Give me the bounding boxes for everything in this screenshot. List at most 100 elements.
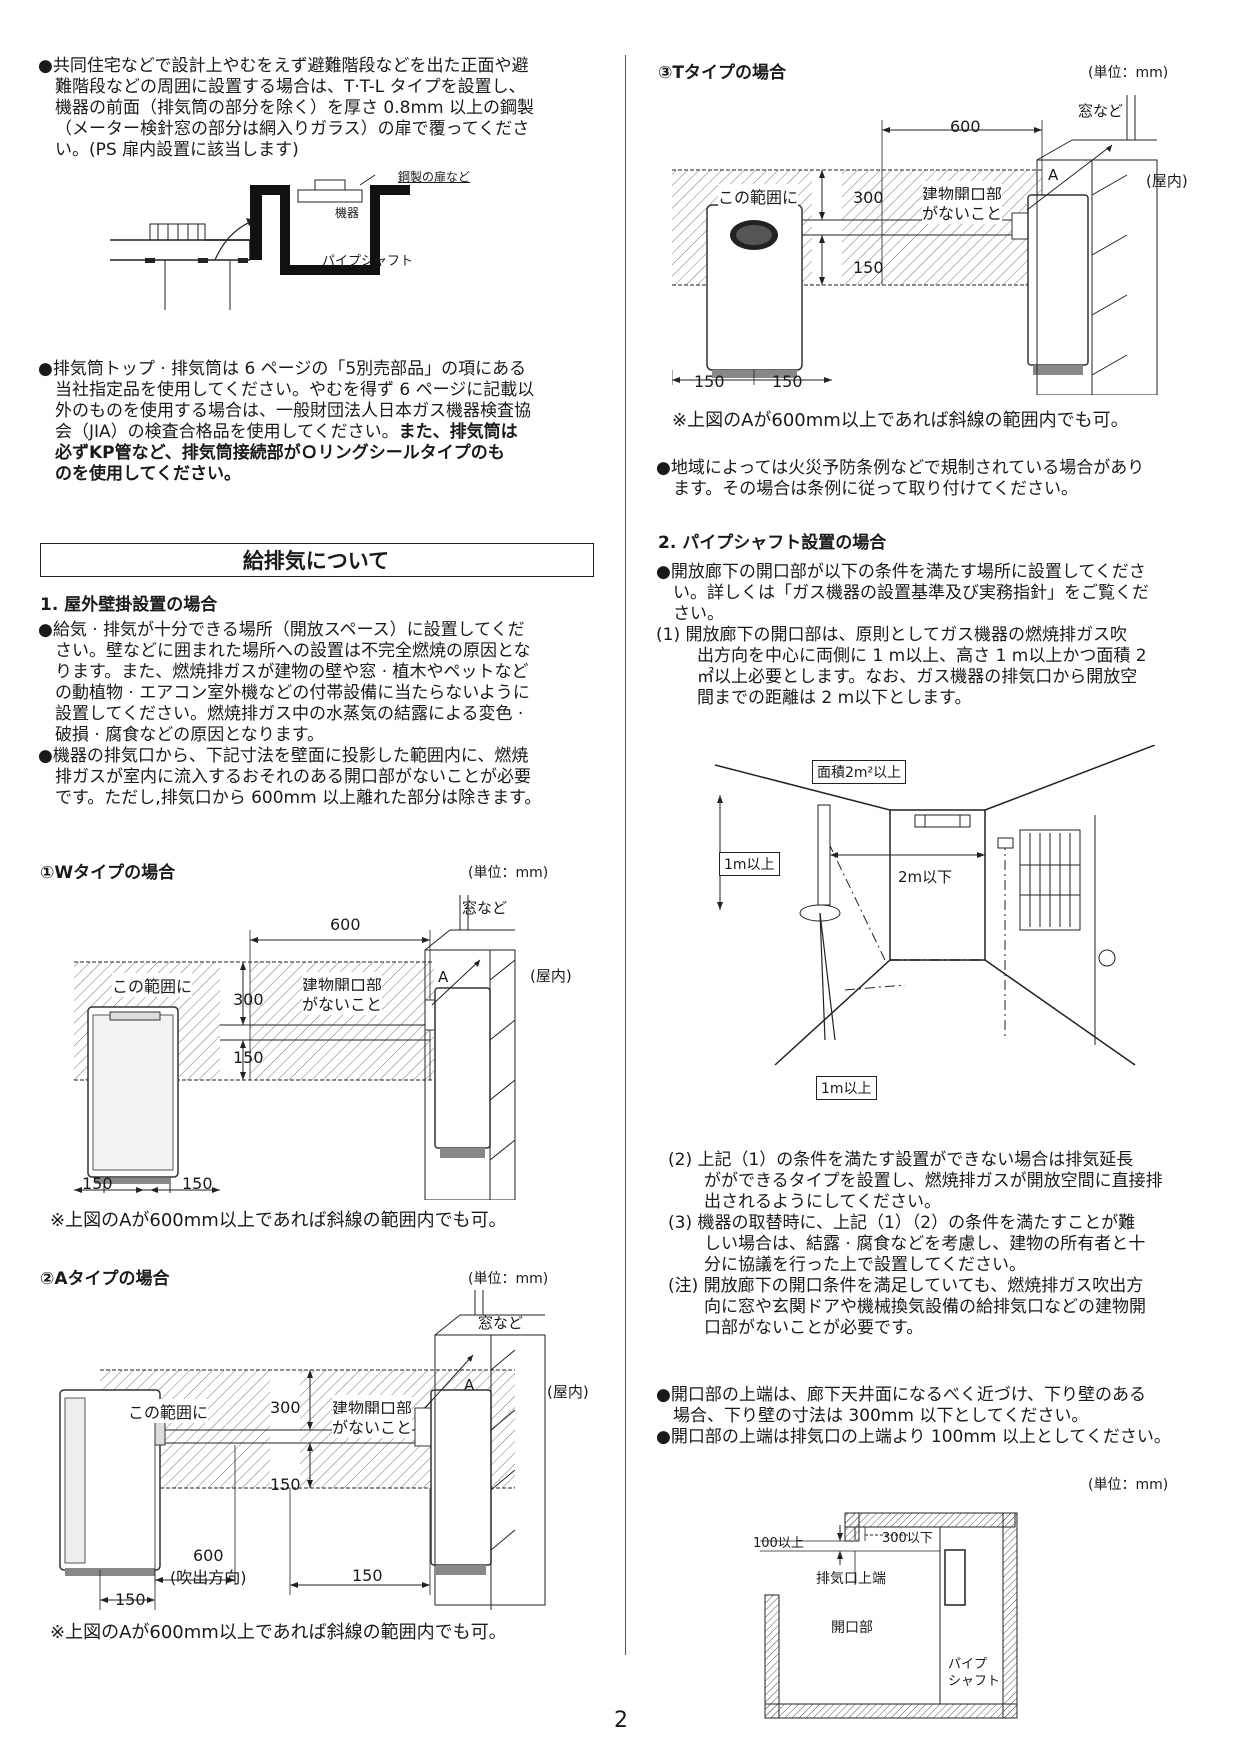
t-no-opening-2: がないこと (922, 200, 1003, 224)
corridor-diagram (715, 745, 1155, 1066)
fire-line-1: ●地域によっては火災予防条例などで規制されている場合があり (656, 458, 1145, 478)
t-dim-150-left: 150 (694, 372, 725, 391)
upper-line-2: 場合、下り壁の寸法は 300mm 以下としてください。 (673, 1406, 1089, 1426)
a-window: 窓など (478, 1314, 524, 1332)
ps-line-4: （メーター検針窓の部分は網入りガラス）の扉で覆ってくださ (55, 119, 530, 139)
t-window: 窓など (1078, 102, 1124, 120)
t-note: ※上図のAが600mm以上であれば斜線の範囲内でも可。 (672, 410, 1129, 431)
fig2-exhaust-top: 排気口上端 (816, 1571, 886, 1587)
ps-line-5: い。(PS 扉内設置に該当します) (55, 140, 299, 160)
exhaust-line-4: 会（JIA）の検査合格品を使用してください。 (55, 422, 399, 442)
a-dim-300: 300 (270, 1398, 301, 1417)
w-dim-150: 150 (233, 1048, 264, 1067)
a-dim-150: 150 (270, 1475, 301, 1494)
upper-line-3: ●開口部の上端は排気口の上端より 100mm 以上としてください。 (656, 1427, 1171, 1447)
t-dim-150: 150 (853, 258, 884, 277)
outdoor-line-7: ●機器の排気口から、下記寸法を壁面に投影した範囲内に、燃焼 (38, 746, 529, 766)
exhaust-bold-2: 必ずKP管など、排気筒接続部がＯリングシールタイプのも (55, 443, 505, 463)
t-dim-150-right: 150 (772, 372, 803, 391)
t-in-range: この範囲に (718, 184, 799, 208)
ps-diagram (110, 174, 410, 310)
page-number: 2 (614, 1708, 628, 1733)
cond3-line-1: (3) 機器の取替時に、上記（1）（2）の条件を満たすことが難 (668, 1213, 1136, 1233)
corridor-area-box: 面積2m²以上 (812, 760, 907, 784)
a-indoor: (屋内) (547, 1383, 589, 1401)
outdoor-line-2: さい。壁などに囲まれた場所への設置は不完全燃焼の原因とな (55, 641, 531, 661)
w-dim-150-right: 150 (182, 1174, 213, 1193)
a-blow-dir: (吹出方向) (170, 1568, 247, 1587)
t-a-label: A (1048, 166, 1059, 184)
a-dim-150-left: 150 (115, 1590, 146, 1609)
w-type-diagram (74, 895, 516, 1200)
a-dim-600: 600 (193, 1546, 224, 1565)
t-dim-300: 300 (853, 188, 884, 207)
fig2-shaft-2: シャフト (948, 1674, 1001, 1689)
cond1-line-3: ㎡以上必要とします。なお、ガス機器の排気口から開放空 (697, 667, 1138, 687)
fig2-dim-300: 300以下 (882, 1531, 933, 1546)
section-title: 給排気について (242, 549, 390, 573)
w-type-unit: (単位：mm) (468, 865, 549, 881)
cond-note-2: 向に窓や玄関ドアや機械換気設備の給排気口などの建物開 (704, 1297, 1146, 1317)
subheading-outdoor: 1. 屋外壁掛設置の場合 (40, 595, 218, 615)
cond1-line-2: 出方向を中心に両側に 1 m以上、高さ 1 m以上かつ面積 2 (697, 646, 1147, 666)
w-dim-600: 600 (330, 915, 361, 934)
fig2-unit: (単位：mm) (1088, 1477, 1169, 1493)
cond2-line-2: がができるタイプを設置し、燃焼排ガスが開放空間に直接排 (704, 1171, 1163, 1191)
w-a-label: A (438, 968, 449, 986)
a-note: ※上図のAが600mm以上であれば斜線の範囲内でも可。 (50, 1622, 507, 1643)
w-no-opening-2: がないこと (302, 991, 383, 1015)
outdoor-line-4: の動植物 · エアコン室外機などの付帯設備に当たらないように (55, 683, 530, 703)
outdoor-line-8: 排ガスが室内に流入するおそれのある開口部がないことが必要 (55, 767, 531, 787)
cond-note-3: 口部がないことが必要です。 (704, 1318, 924, 1338)
ps-intro-2: い。詳しくは「ガス機器の設置基準及び実務指針」をご覧くだ (673, 583, 1149, 603)
cond2-line-3: 出されるようにしてください。 (704, 1192, 941, 1212)
cond2-line-1: (2) 上記（1）の条件を満たす設置ができない場合は排気延長 (668, 1150, 1134, 1170)
fig2-dim-100: 100以上 (753, 1536, 804, 1551)
column-divider (625, 55, 626, 1655)
exhaust-line-1: ●排気筒トップ · 排気筒は 6 ページの「5別売部品」の項にある (38, 359, 527, 379)
exhaust-line-2: 当社指定品を使用してください。やむを得ず 6 ページに記載以 (55, 380, 535, 400)
pipeshaft-diagram (760, 1512, 1018, 1719)
outdoor-line-6: 破損 · 腐食などの原因となります。 (55, 725, 325, 745)
t-indoor: (屋内) (1146, 172, 1188, 190)
corridor-width-box: 1m以上 (816, 1076, 877, 1100)
a-type-diagram (59, 1290, 546, 1610)
subheading-pipeshaft: 2. パイプシャフト設置の場合 (658, 533, 887, 553)
a-no-opening-2: がないこと (332, 1414, 413, 1438)
w-window: 窓など (462, 899, 508, 917)
section-title-box (40, 543, 594, 577)
exhaust-line-3: 外のものを使用する場合は、一般財団法人日本ガス機器検査協 (55, 401, 531, 421)
fire-line-2: ます。その場合は条例に従って取り付けてください。 (673, 479, 1078, 499)
ps-intro-1: ●開放廊下の開口部が以下の条件を満たす場所に設置してくださ (656, 562, 1146, 582)
outdoor-line-9: です。ただし,排気口から 600mm 以上離れた部分は除きます。 (55, 788, 542, 808)
ps-line-3: 機器の前面（排気筒の部分を除く）を厚さ 0.8mm 以上の鋼製 (55, 98, 534, 118)
cond1-line-4: 間までの距離は 2 m以下とします。 (697, 688, 972, 708)
a-type-title: ②Aタイプの場合 (40, 1269, 170, 1289)
cond1-line-1: (1) 開放廊下の開口部は、原則としてガス機器の燃焼排ガス吹 (656, 625, 1127, 645)
ps-line-2: 難階段などの周囲に設置する場合は、T·T-L タイプを設置し、 (55, 77, 526, 97)
cond3-line-3: 分に協議を行った上で設置してください。 (704, 1255, 1026, 1275)
upper-line-1: ●開口部の上端は、廊下天井面になるべく近づけ、下り壁のある (656, 1385, 1146, 1405)
ps-shaft-label: パイプシャフト (322, 254, 414, 269)
exhaust-bold-3: のを使用してください。 (55, 464, 241, 484)
w-note: ※上図のAが600mm以上であれば斜線の範囲内でも可。 (50, 1210, 507, 1231)
a-type-unit: (単位：mm) (468, 1271, 549, 1287)
t-type-title: ③Tタイプの場合 (658, 63, 786, 83)
cond-note-1: (注) 開放廊下の開口条件を満足していても、燃焼排ガス吹出方 (668, 1276, 1144, 1296)
ps-line-1: ●共同住宅などで設計上やむをえず避難階段などを出た正面や避 (38, 56, 529, 76)
w-dim-150-left: 150 (82, 1174, 113, 1193)
ps-unit-label: 機器 (335, 206, 360, 220)
w-dim-300: 300 (233, 990, 264, 1009)
ps-intro-3: さい。 (673, 604, 724, 624)
w-indoor: (屋内) (530, 967, 572, 985)
outdoor-line-5: 設置してください。燃焼排ガス中の水蒸気の結露による変色 · (55, 704, 524, 724)
corridor-distance: 2m以下 (898, 868, 953, 886)
ps-door-label: 鋼製の扉など (398, 170, 471, 184)
w-type-title: ①Wタイプの場合 (40, 863, 176, 883)
a-dim-150-right: 150 (352, 1566, 383, 1585)
cond3-line-2: しい場合は、結露 · 腐食などを考慮し、建物の所有者と十 (704, 1234, 1146, 1254)
corridor-height-box: 1m以上 (719, 852, 780, 876)
a-a-label: A (464, 1376, 475, 1394)
a-in-range: この範囲に (128, 1399, 209, 1423)
t-type-unit: (単位：mm) (1088, 65, 1169, 81)
